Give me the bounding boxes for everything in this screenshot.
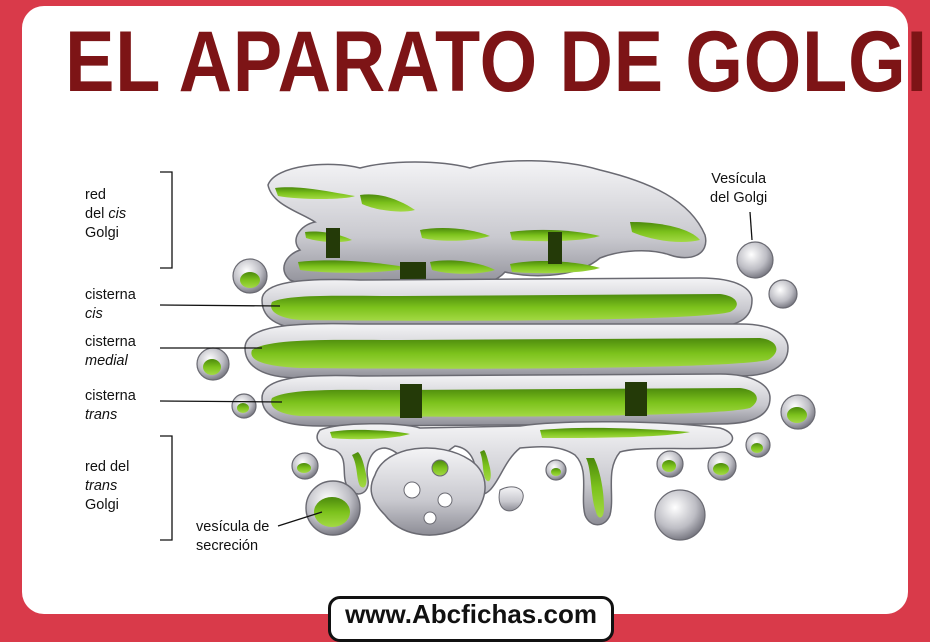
trans-golgi-network xyxy=(316,420,734,536)
page-title: EL APARATO DE GOLGI xyxy=(65,14,928,110)
website-footer[interactable]: www.Abcfichas.com xyxy=(328,596,614,642)
label-cis-golgi-network: red del cis Golgi xyxy=(85,187,127,241)
secretion-vesicle xyxy=(305,480,361,536)
vesicles xyxy=(196,241,816,541)
cis-cistern xyxy=(261,277,753,331)
trans-cistern xyxy=(261,373,771,427)
golgi-diagram xyxy=(159,160,816,541)
website-url: www.Abcfichas.com xyxy=(345,599,597,629)
label-trans-golgi-network: red del trans Golgi xyxy=(85,459,130,513)
label-golgi-vesicle: Vesícula del Golgi xyxy=(710,171,768,206)
label-medial-cistern: cisterna medial xyxy=(85,334,136,369)
medial-cistern xyxy=(244,322,789,379)
label-cis-cistern: cisterna cis xyxy=(85,287,136,322)
cis-golgi-network xyxy=(267,160,707,298)
label-lines xyxy=(159,171,753,541)
label-trans-cistern: cisterna trans xyxy=(85,388,136,423)
label-secretion-vesicle: vesícula de secreción xyxy=(196,519,270,554)
